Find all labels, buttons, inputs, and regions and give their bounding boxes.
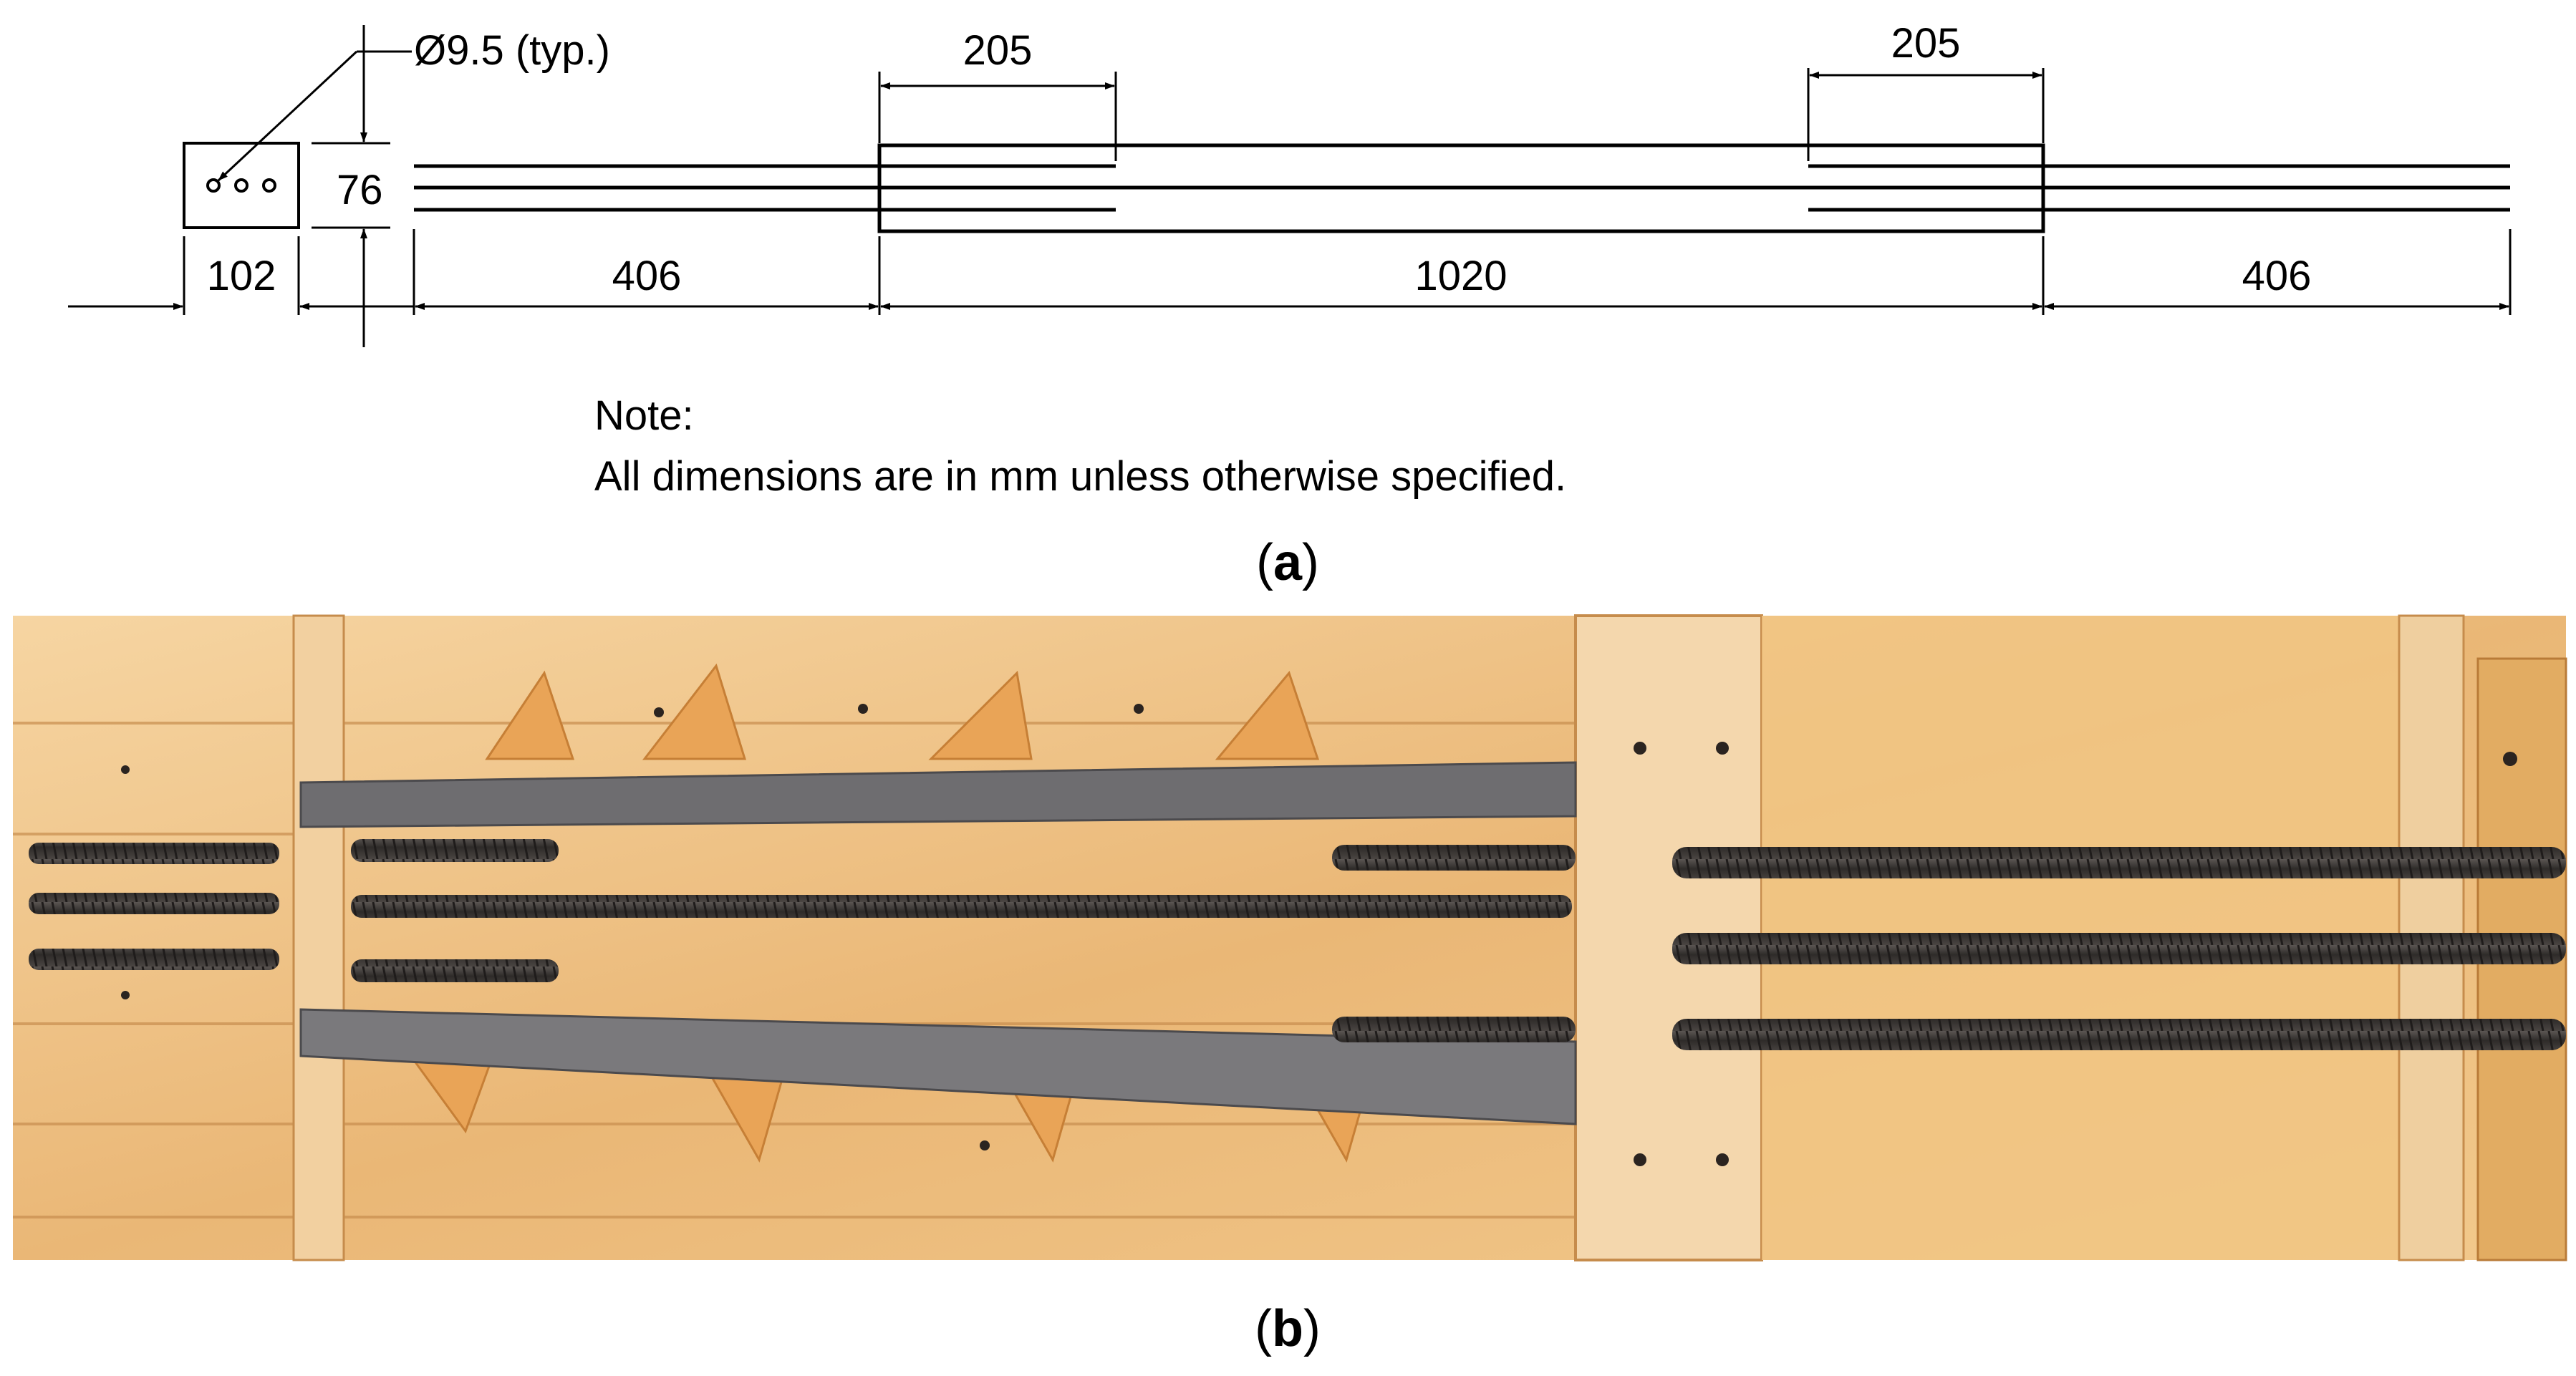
rebar-right-mid <box>1672 933 2566 964</box>
svg-text:(a): (a) <box>1256 534 1319 591</box>
note-title: Note: <box>594 392 694 439</box>
rebar-splice-bottom <box>1332 1017 1576 1042</box>
dim-lap-right: 205 <box>1891 20 1961 67</box>
callout-leader-diagonal <box>217 50 358 182</box>
plank-top <box>299 761 1577 828</box>
caption-a-letter: a <box>1273 534 1303 591</box>
bar-circle-2 <box>234 178 249 193</box>
dim-lap-left: 205 <box>963 27 1033 74</box>
bar-circle-3 <box>262 178 276 193</box>
callout-label: Ø9.5 (typ.) <box>414 27 610 74</box>
note-text: All dimensions are in mm unless otherwis… <box>594 453 1566 500</box>
rebar-right-top <box>1672 847 2566 878</box>
central-segment <box>877 143 2045 233</box>
rebar-right-bottom <box>1672 1019 2566 1050</box>
rebar-inner-mid-long <box>351 895 1572 918</box>
bar-circle-1 <box>206 178 221 193</box>
rebar-left-stub-3 <box>29 949 279 970</box>
plank-bottom <box>299 1008 1577 1125</box>
form-holes <box>121 704 2517 1166</box>
panel-b-photo <box>13 614 2567 1261</box>
rebar-splice-top <box>1332 845 1576 871</box>
cross-section <box>183 142 300 229</box>
caption-b: (b) <box>1255 1300 1321 1357</box>
dim-mid-length: 1020 <box>1414 253 1507 299</box>
dim-section-width: 102 <box>207 253 276 299</box>
rebar-left-stub-2 <box>29 893 279 914</box>
dim-section-height: 76 <box>337 167 383 213</box>
post-left <box>292 614 345 1261</box>
caption-b-letter: b <box>1272 1300 1303 1357</box>
rebar-left-stub-1 <box>29 843 279 864</box>
rebar-inner-top-short <box>351 839 559 862</box>
rebars <box>29 839 2566 1050</box>
rebar-inner-bottom-short <box>351 959 559 982</box>
svg-text:(b): (b) <box>1255 1300 1321 1357</box>
dim-right-end: 406 <box>2242 253 2312 299</box>
caption-a: (a) <box>1256 534 1319 591</box>
panel-a-drawing <box>68 25 2512 347</box>
dim-left-end: 406 <box>612 253 682 299</box>
